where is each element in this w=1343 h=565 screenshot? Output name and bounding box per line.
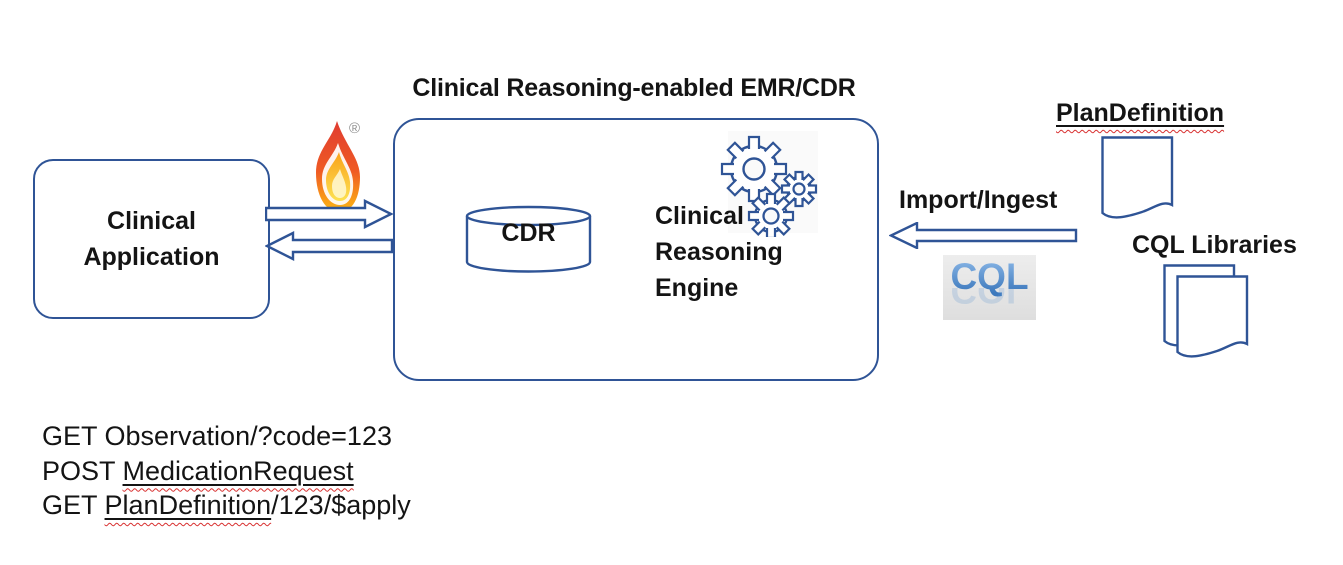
import-ingest-label: Import/Ingest — [899, 186, 1058, 214]
response-arrow-icon — [265, 231, 393, 261]
clinical-application-box: Clinical Application — [33, 159, 270, 319]
import-arrow-icon — [889, 222, 1078, 249]
fhir-flame-icon — [316, 121, 360, 212]
cdr-database: CDR — [465, 205, 592, 274]
api-calls-block: GET Observation/?code=123 POST Medicatio… — [42, 419, 411, 523]
database-cylinder-icon — [465, 205, 592, 273]
gears-icon — [720, 131, 818, 237]
cql-logo-badge: CQL CQL — [943, 255, 1036, 320]
cql-logo-reflection: CQL — [950, 288, 1029, 310]
request-arrow-icon — [265, 199, 393, 229]
api-call-line: POST MedicationRequest — [42, 455, 354, 486]
api-call-line: GET PlanDefinition/123/$apply — [42, 490, 411, 520]
diagram-title: Clinical Reasoning-enabled EMR/CDR — [412, 74, 856, 102]
cql-libraries-label: CQL Libraries — [1132, 231, 1297, 259]
api-call-line: GET Observation/?code=123 — [42, 421, 392, 451]
cdr-label: CDR — [501, 219, 556, 247]
cql-libraries-documents-icon — [1163, 264, 1249, 358]
reasoning-engine-label: Clinical Reasoning Engine — [655, 202, 783, 302]
registered-trademark-mark: ® — [349, 120, 361, 137]
plan-definition-document-icon — [1101, 136, 1174, 219]
plan-definition-label: PlanDefinition — [1056, 99, 1225, 127]
cql-logo-text: CQL — [950, 256, 1029, 297]
clinical-application-label: Clinical Application — [83, 207, 220, 271]
